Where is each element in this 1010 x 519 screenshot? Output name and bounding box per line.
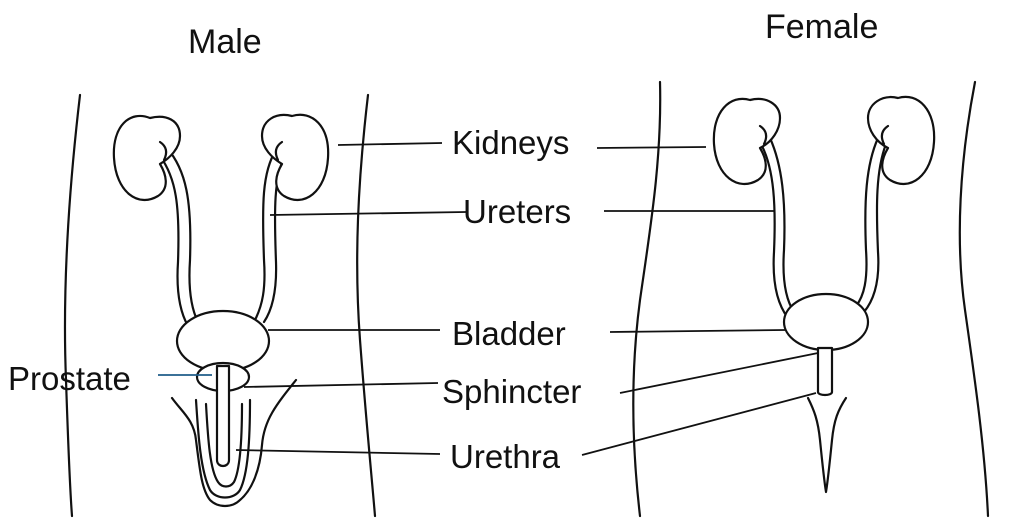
female-title: Female: [765, 10, 878, 44]
leader-kidneys-male: [338, 143, 442, 145]
leader-sphincter-male: [244, 383, 438, 387]
label-urethra: Urethra: [450, 440, 560, 473]
leader-urethra-female: [582, 393, 816, 455]
leader-kidneys-female: [597, 147, 706, 148]
male-kidney-right: [262, 115, 328, 200]
female-ureter-right: [856, 138, 878, 306]
label-prostate: Prostate: [8, 362, 131, 395]
male-figure: [65, 95, 375, 516]
male-kidney-left: [114, 116, 180, 200]
leader-urethra-male: [236, 450, 440, 454]
female-vulva-outline: [808, 398, 846, 492]
female-bladder: [784, 294, 868, 350]
male-title: Male: [188, 25, 262, 59]
female-body-outline-right: [960, 82, 988, 516]
male-ureter-left: [167, 148, 198, 322]
leader-ureters-male: [270, 212, 466, 215]
male-body-outline-left: [65, 95, 80, 516]
label-bladder: Bladder: [452, 317, 566, 350]
female-kidney-right: [868, 97, 934, 184]
male-ureter-right: [256, 150, 276, 318]
label-kidneys: Kidneys: [452, 126, 569, 159]
leader-sphincter-female: [620, 353, 818, 393]
male-scrotum-outer: [172, 380, 296, 506]
female-urethra: [818, 348, 832, 395]
label-ureters: Ureters: [463, 195, 571, 228]
male-urethra: [217, 366, 229, 466]
label-sphincter: Sphincter: [442, 375, 581, 408]
